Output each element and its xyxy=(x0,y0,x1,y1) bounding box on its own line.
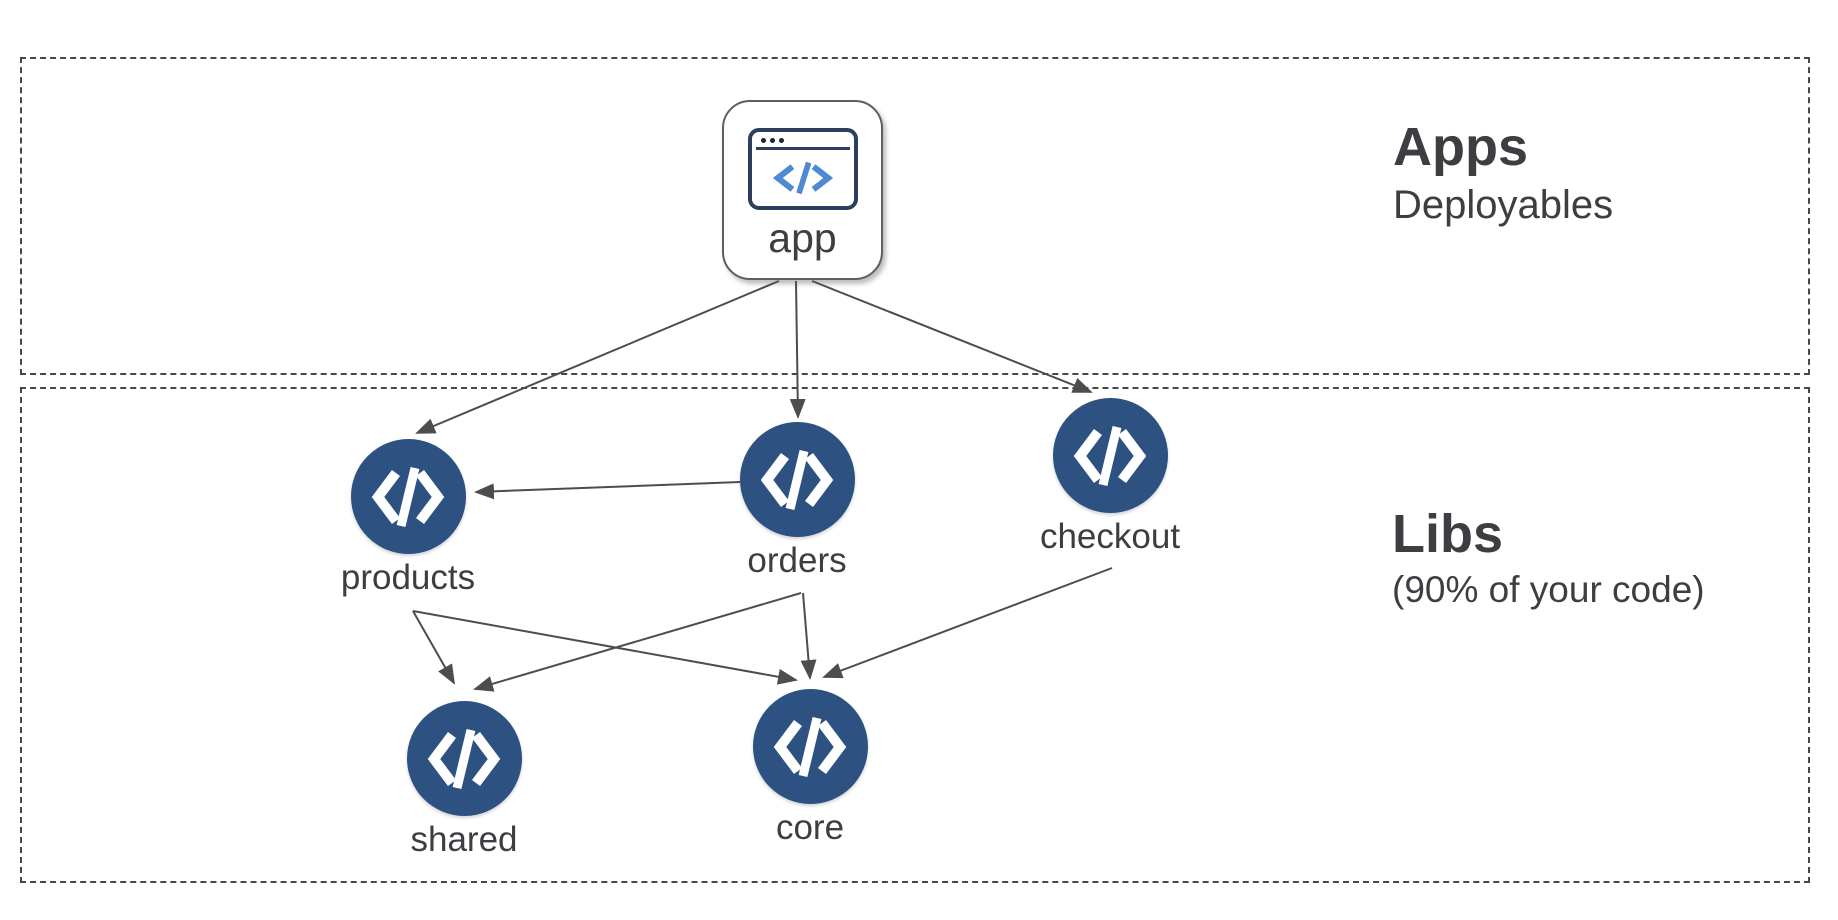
node-app: app xyxy=(722,100,883,280)
node-core: core xyxy=(720,689,900,848)
node-label: core xyxy=(775,808,845,847)
node-label: orders xyxy=(747,541,847,580)
browser-dots xyxy=(752,132,854,143)
libs-section-title: Libs xyxy=(1392,504,1504,564)
browser-code-icon xyxy=(747,128,858,210)
code-icon xyxy=(350,439,466,554)
apps-section-label: Apps Deployables xyxy=(1393,116,1613,230)
code-icon xyxy=(1052,398,1168,513)
code-icon xyxy=(739,422,855,537)
browser-body xyxy=(752,150,854,206)
node-label: checkout xyxy=(1039,517,1181,556)
node-label: products xyxy=(340,558,476,597)
apps-section-title: Apps xyxy=(1393,117,1528,177)
node-shared: shared xyxy=(374,701,554,860)
node-label: app xyxy=(768,215,837,261)
libs-section-label: Libs (90% of your code) xyxy=(1392,503,1705,613)
libs-section-box xyxy=(20,387,1810,883)
libs-section-subtitle: (90% of your code) xyxy=(1392,568,1705,610)
browser-dot xyxy=(769,138,775,143)
node-products: products xyxy=(318,439,498,598)
apps-section-subtitle: Deployables xyxy=(1393,182,1614,227)
browser-header-divider xyxy=(755,147,850,150)
code-icon xyxy=(752,689,868,804)
node-checkout: checkout xyxy=(1020,398,1200,557)
node-orders: orders xyxy=(707,422,887,581)
browser-dot xyxy=(778,138,784,143)
code-icon xyxy=(406,701,522,816)
browser-dot xyxy=(760,138,766,143)
node-label: shared xyxy=(410,820,518,859)
code-icon xyxy=(772,161,833,195)
